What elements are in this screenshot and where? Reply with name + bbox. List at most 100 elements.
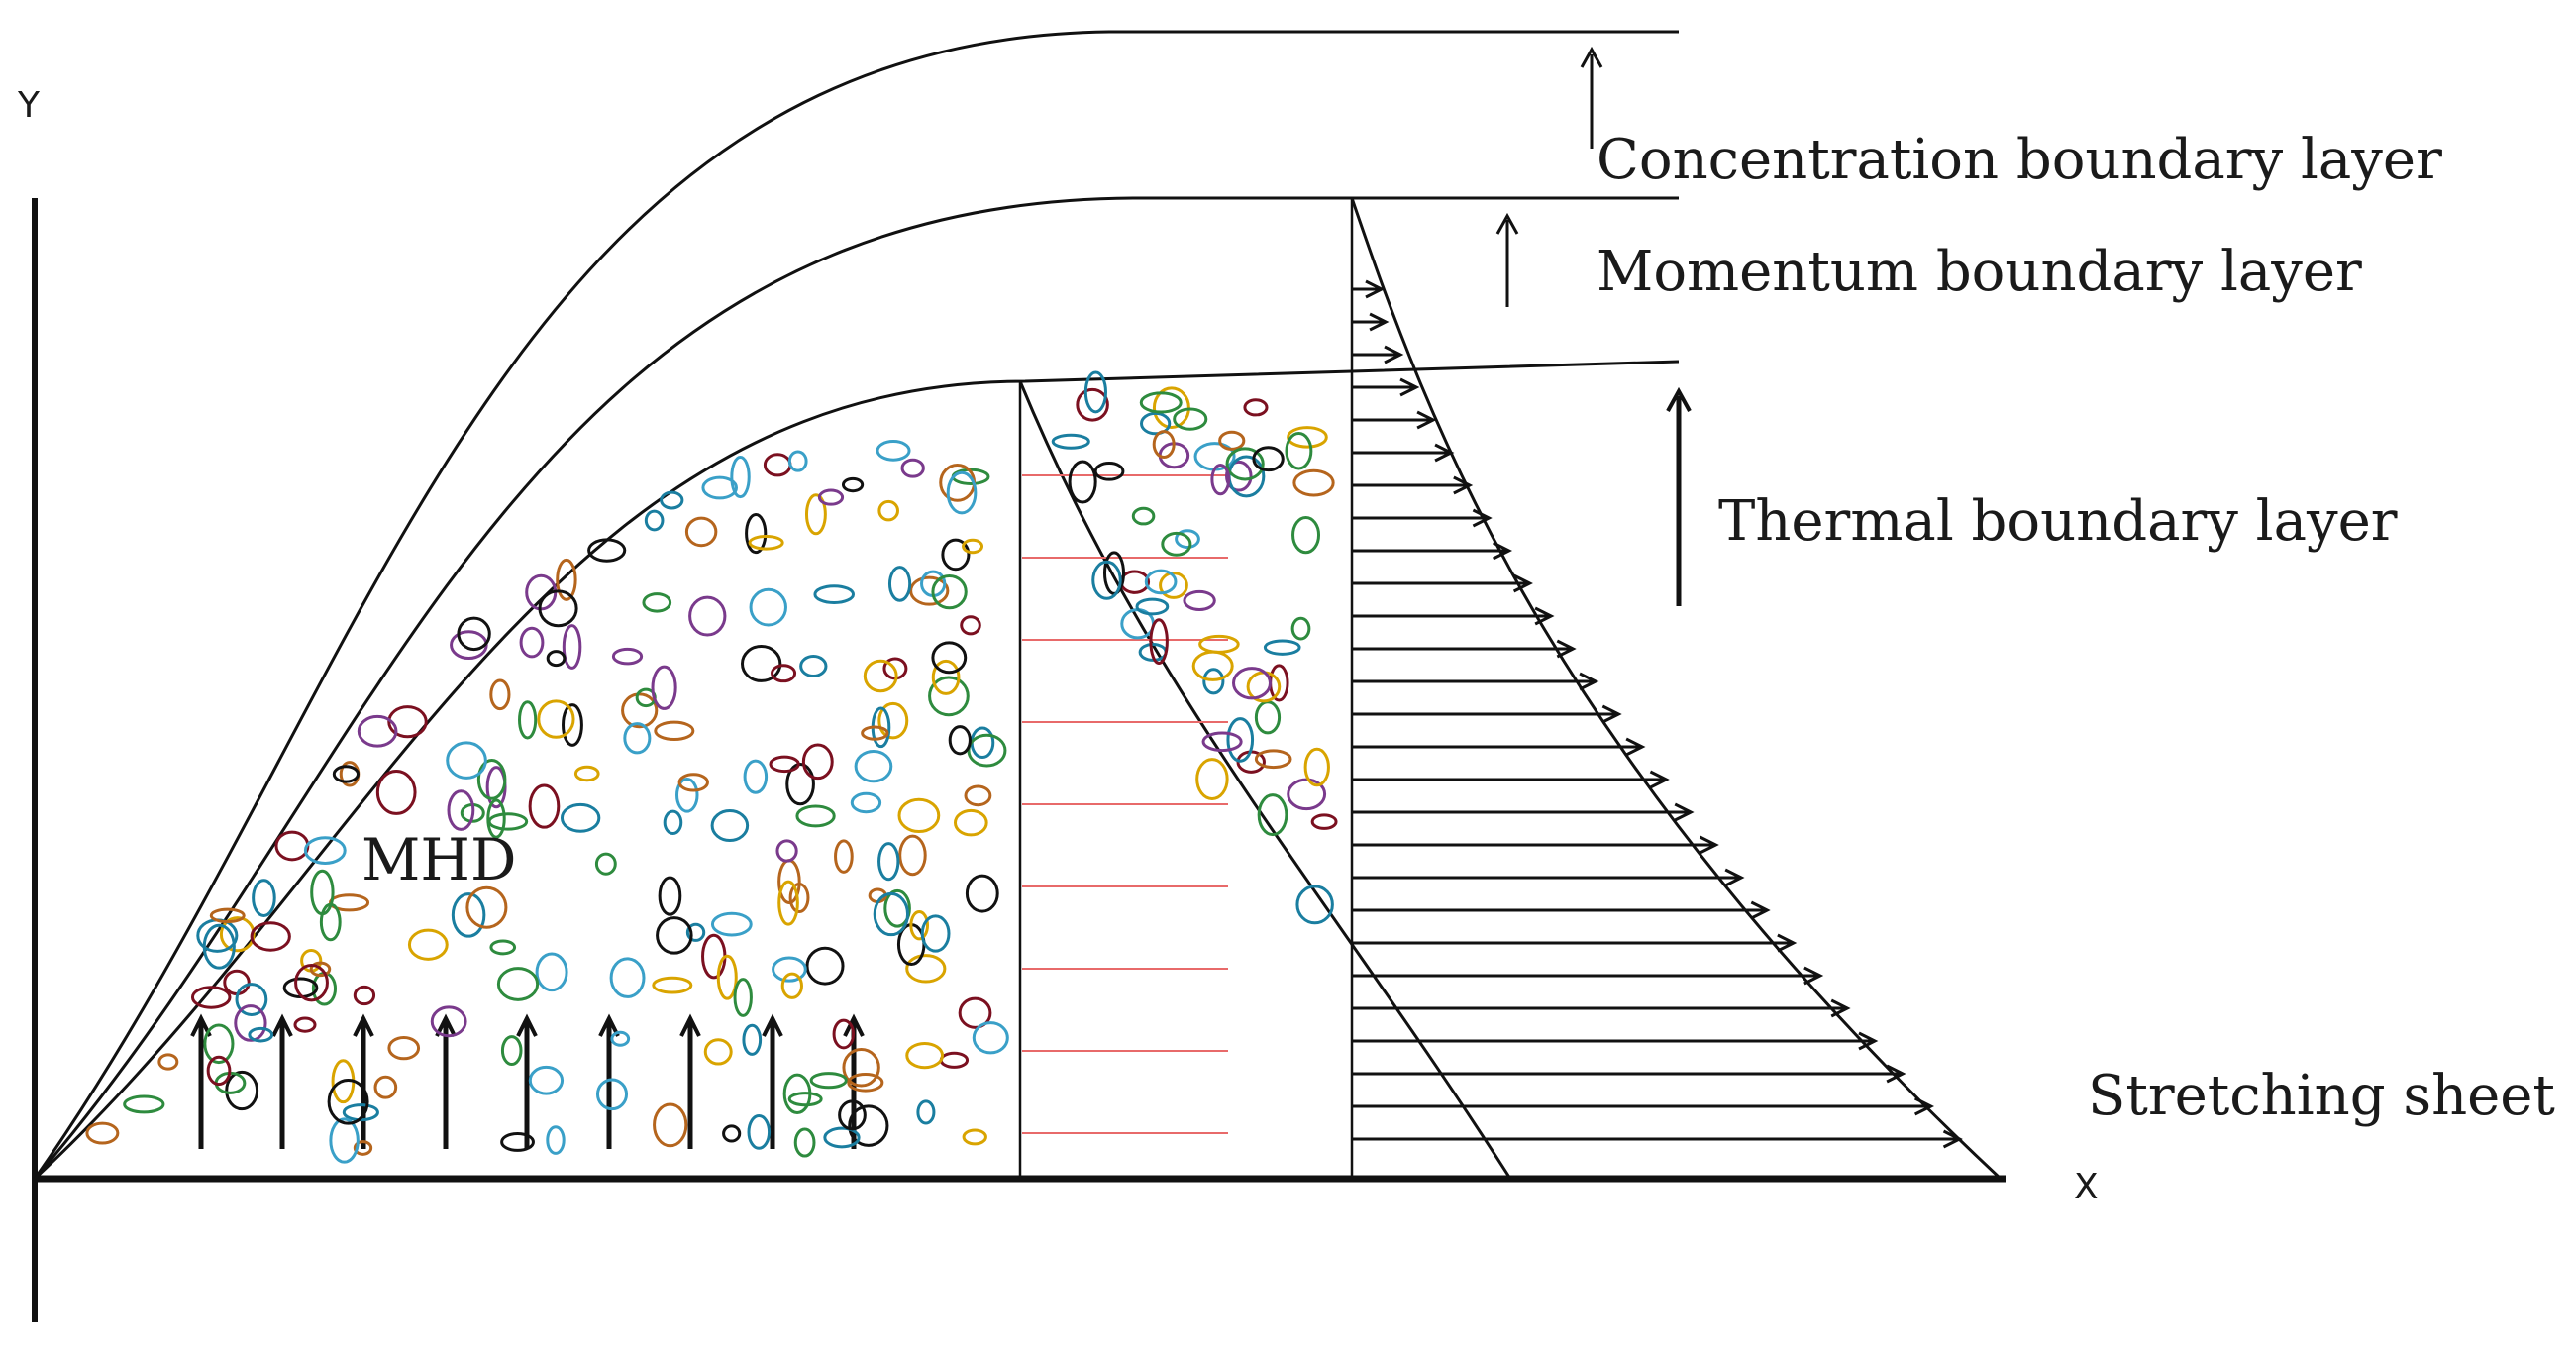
nanoparticle bbox=[560, 802, 601, 833]
thermal-hatch-lines bbox=[1022, 474, 1228, 1134]
nanoparticle bbox=[795, 804, 836, 828]
nanoparticle bbox=[250, 921, 291, 952]
nanoparticle bbox=[535, 952, 568, 992]
nanoparticle bbox=[834, 839, 854, 874]
nanoparticle bbox=[652, 976, 693, 994]
nanoparticle bbox=[519, 626, 545, 659]
nanoparticle bbox=[965, 874, 999, 913]
nanoparticle bbox=[1119, 570, 1151, 594]
nanoparticle bbox=[457, 616, 491, 652]
nanoparticle bbox=[920, 914, 951, 953]
nanoparticle bbox=[916, 1099, 936, 1125]
nanoparticle bbox=[496, 967, 540, 1001]
nanoparticle bbox=[1093, 462, 1125, 481]
velocity-arrow bbox=[1352, 279, 1386, 299]
velocity-arrow bbox=[1352, 312, 1390, 332]
nanoparticle bbox=[623, 722, 652, 755]
nanoparticle bbox=[701, 475, 738, 500]
nanoparticle bbox=[1232, 667, 1272, 700]
nanoparticle bbox=[817, 488, 845, 506]
nanoparticle bbox=[804, 493, 827, 536]
nanoparticle bbox=[611, 647, 644, 666]
velocity-arrow bbox=[1352, 639, 1577, 659]
nanoparticle bbox=[861, 725, 889, 741]
nanoparticle bbox=[900, 458, 925, 478]
nanoparticle bbox=[223, 969, 251, 995]
velocity-arrow bbox=[1352, 410, 1437, 430]
momentum-boundary-curve bbox=[33, 196, 1679, 1180]
nanoparticle bbox=[928, 676, 970, 717]
nanoparticle bbox=[1243, 398, 1269, 417]
nanoparticle bbox=[252, 879, 276, 917]
nanoparticle bbox=[747, 1114, 772, 1150]
nanoparticle bbox=[948, 725, 972, 756]
nanoparticle bbox=[309, 961, 332, 978]
nanoparticle bbox=[528, 783, 561, 829]
nanoparticle bbox=[1091, 560, 1122, 600]
nanoparticle bbox=[877, 842, 900, 882]
nanoparticle bbox=[450, 630, 488, 661]
velocity-arrow bbox=[1352, 606, 1555, 626]
nanoparticle bbox=[1135, 597, 1170, 616]
nanoparticle bbox=[1152, 430, 1176, 459]
nanoparticle bbox=[1210, 464, 1231, 496]
nanoparticle bbox=[621, 692, 659, 729]
nanoparticle bbox=[1202, 668, 1225, 695]
nanoparticle bbox=[905, 1041, 945, 1070]
nanoparticle bbox=[387, 1035, 421, 1061]
nanoparticle bbox=[656, 916, 693, 955]
nanoparticle bbox=[898, 834, 927, 877]
nanoparticle bbox=[887, 566, 912, 602]
upward-arrow bbox=[435, 1013, 457, 1149]
nanoparticle bbox=[1292, 468, 1335, 497]
velocity-arrow bbox=[1352, 770, 1670, 789]
nanoparticle bbox=[749, 587, 787, 627]
nanoparticle bbox=[960, 615, 981, 636]
nanoparticle bbox=[1287, 778, 1327, 811]
nanoparticle bbox=[876, 440, 911, 462]
nanoparticle bbox=[248, 1026, 274, 1043]
nanoparticle bbox=[1310, 813, 1338, 830]
nanoparticle bbox=[785, 763, 815, 806]
nanoparticle bbox=[407, 928, 449, 961]
nanoparticle bbox=[1191, 650, 1234, 681]
nanoparticle bbox=[332, 765, 360, 783]
nanoparticle bbox=[1139, 391, 1183, 414]
mhd-label: MHD bbox=[361, 826, 516, 893]
nanoparticle bbox=[823, 1126, 861, 1149]
concentration-label: Concentration boundary layer bbox=[1597, 128, 2442, 192]
nanoparticle bbox=[780, 972, 803, 999]
nanoparticle bbox=[877, 701, 909, 740]
velocity-arrow bbox=[1352, 541, 1513, 561]
concentration-arrow bbox=[1580, 46, 1603, 149]
nanoparticle bbox=[209, 907, 246, 924]
nanoparticle bbox=[528, 1065, 565, 1095]
nanoparticle bbox=[1144, 569, 1178, 595]
velocity-arrow bbox=[1352, 508, 1493, 528]
nanoparticle bbox=[841, 476, 865, 493]
nanoparticle bbox=[722, 1124, 742, 1143]
thermal-label: Thermal boundary layer bbox=[1718, 489, 2398, 554]
nanoparticle bbox=[546, 1125, 566, 1155]
nanoparticle bbox=[748, 535, 784, 551]
nanoparticle bbox=[769, 755, 800, 774]
nanoparticle bbox=[771, 664, 797, 683]
nanoparticle bbox=[489, 678, 511, 711]
nanoparticle bbox=[813, 584, 856, 605]
thermal-boundary-curve bbox=[33, 360, 1680, 1181]
nanoparticle bbox=[716, 954, 738, 1000]
velocity-arrow bbox=[1352, 900, 1771, 920]
nanoparticle bbox=[663, 809, 683, 836]
nanoparticle bbox=[594, 852, 617, 876]
nanoparticle bbox=[883, 888, 911, 928]
nanoparticle bbox=[489, 939, 517, 956]
nanoparticle bbox=[353, 1140, 373, 1156]
nanoparticle bbox=[958, 996, 992, 1029]
stretching-sheet-label: Stretching sheet bbox=[2088, 1064, 2555, 1128]
velocity-arrow bbox=[1352, 443, 1455, 463]
velocity-arrow bbox=[1352, 802, 1695, 822]
nanoparticle bbox=[123, 1094, 165, 1114]
concentration-boundary-curve bbox=[33, 30, 1679, 1180]
nanoparticle bbox=[710, 911, 753, 937]
